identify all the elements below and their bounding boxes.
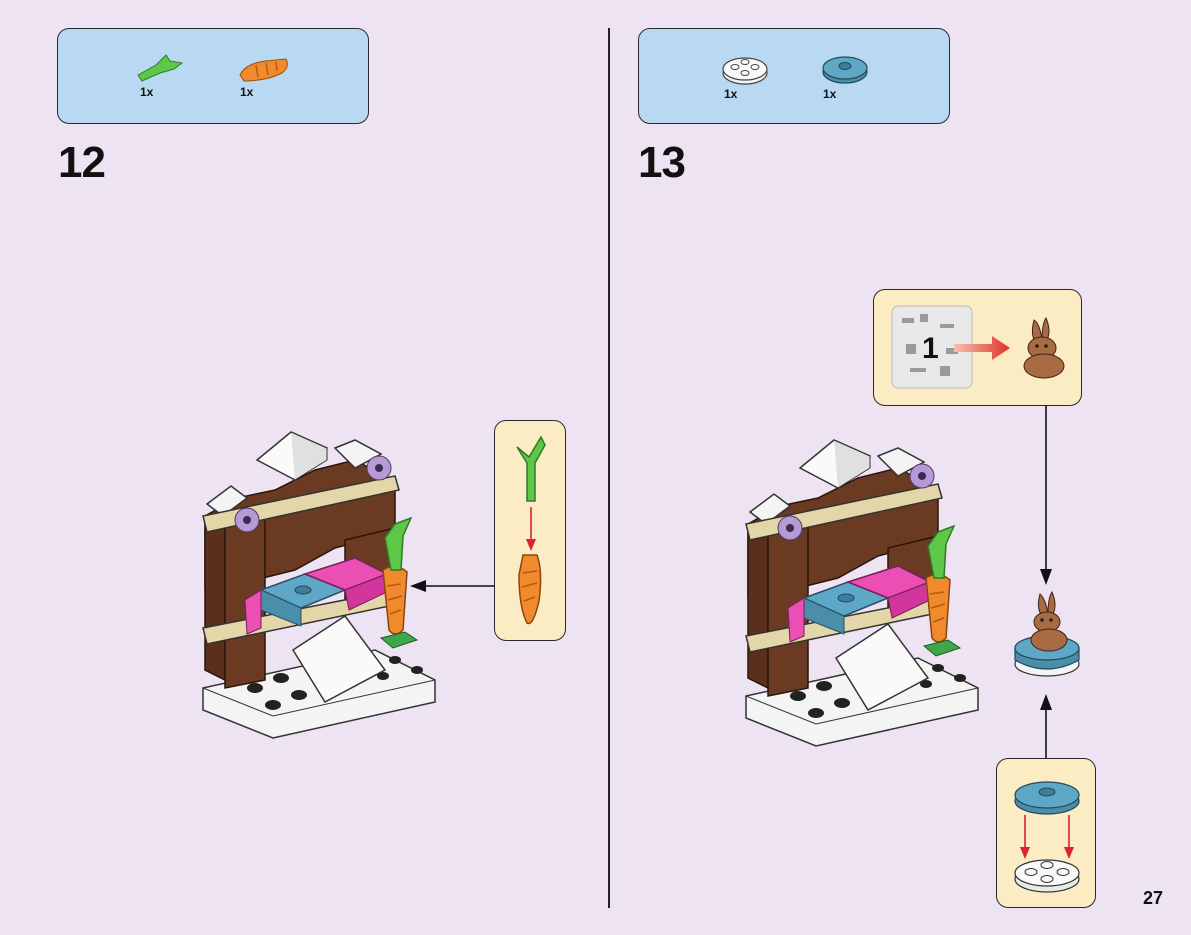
blue-round-tile-icon (822, 56, 868, 84)
bag-callout: 1 (873, 289, 1082, 406)
red-arrow-icon (1064, 815, 1074, 859)
step-12-callout (494, 420, 566, 641)
placement-arrow-icon (1040, 405, 1052, 585)
bunny-figure-icon (1023, 316, 1065, 379)
step-number: 12 (58, 138, 106, 187)
part-qty: 1x (724, 87, 738, 101)
lego-model-illustration (745, 439, 979, 747)
white-round-plate-icon (722, 57, 768, 85)
red-arrow-icon (526, 507, 536, 551)
white-round-plate-icon (1014, 859, 1080, 893)
blue-round-tile-icon (1014, 781, 1080, 815)
step-divider (608, 28, 610, 908)
orange-carrot-piece-icon (239, 58, 288, 82)
orange-carrot-piece-icon (518, 554, 542, 625)
step-number: 13 (638, 138, 686, 187)
bunny-on-tile-subassembly (1014, 590, 1080, 677)
placement-arrow-icon (1040, 694, 1052, 760)
lego-model-illustration (202, 431, 436, 739)
page-number: 27 (1142, 888, 1163, 908)
tile-callout (996, 758, 1096, 908)
green-stem-piece-icon (516, 435, 546, 502)
step-13-parts-box: 1x 1x (638, 28, 950, 124)
placement-arrow-icon (410, 580, 494, 592)
red-arrow-icon (1020, 815, 1030, 859)
part-qty: 1x (140, 85, 154, 99)
part-qty: 1x (240, 85, 254, 99)
red-arrow-icon (954, 336, 1010, 360)
step-12-parts-box: 1x 1x (57, 28, 369, 124)
part-qty: 1x (823, 87, 837, 101)
parts-bag-icon (891, 305, 973, 389)
green-stem-piece-icon (137, 54, 184, 82)
bag-number: 1 (922, 332, 939, 365)
